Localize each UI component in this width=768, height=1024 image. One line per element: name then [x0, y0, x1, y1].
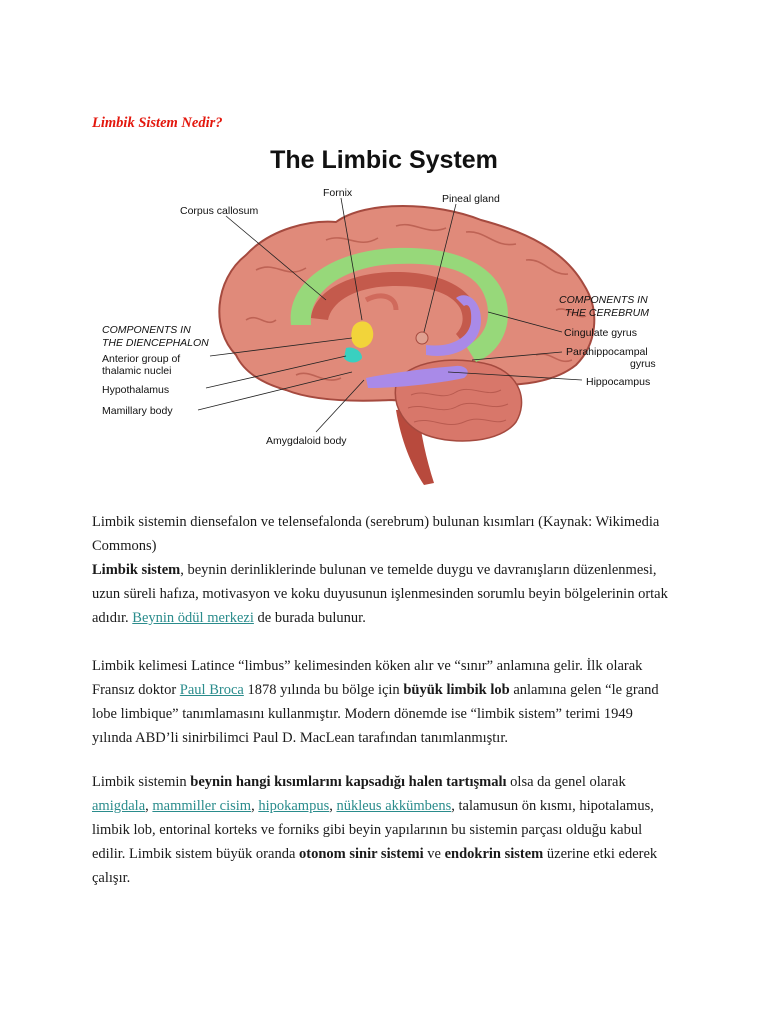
group-left-line1: COMPONENTS IN	[102, 324, 191, 336]
link-paul-broca[interactable]: Paul Broca	[179, 682, 244, 698]
p1-text-1: , beynin derinliklerinde bulunan ve teme…	[92, 562, 668, 626]
term-otonom-sinir-sistemi: otonom sinir sistemi	[299, 846, 424, 862]
gyri-texture	[245, 223, 587, 381]
p2-text-1: Limbik kelimesi Latince “limbus” kelimes…	[92, 658, 643, 698]
label-cingulate-gyrus: Cingulate gyrus	[564, 327, 637, 339]
p2-text-2: 1878 yılında bu bölge için	[243, 682, 404, 698]
cerebellum-texture	[407, 388, 509, 426]
label-fornix: Fornix	[323, 187, 353, 199]
p1-text-2: de burada bulunur.	[253, 610, 366, 626]
hippocampus-shape	[366, 365, 468, 388]
fornix-shape	[364, 293, 399, 311]
link-mammiller-cisim[interactable]: mammiller cisim	[152, 798, 252, 814]
hypothalamus-shape	[344, 347, 362, 363]
p2-text-3: anlamına gelen “le grand lobe limbique” …	[92, 682, 659, 746]
cingulate-gyrus-shape	[290, 247, 508, 362]
label-corpus-callosum: Corpus callosum	[180, 205, 258, 217]
brain-stem	[396, 408, 434, 485]
leader-lines	[197, 197, 583, 433]
label-amygdaloid-body: Amygdaloid body	[266, 435, 347, 447]
term-limbik-sistem: Limbik sistem	[92, 562, 181, 578]
paragraph-2: Limbik kelimesi Latince “limbus” kelimes…	[92, 654, 672, 750]
link-beynin-odul-merkezi[interactable]: Beynin ödül merkezi	[132, 610, 254, 626]
p3-text-4: ve	[423, 846, 445, 862]
label-pineal-gland: Pineal gland	[442, 193, 500, 205]
label-hypothalamus: Hypothalamus	[102, 384, 169, 396]
p3-text-3: , talamusun ön kısmı, hipotalamus, limbi…	[92, 798, 654, 862]
figure-caption: Limbik sistemin diensefalon ve telensefa…	[92, 510, 672, 558]
group-right-line1: COMPONENTS IN	[559, 294, 648, 306]
limbic-system-diagram: The Limbic System	[102, 146, 656, 485]
section-heading: Limbik Sistem Nedir?	[92, 115, 223, 131]
p3-text-2: olsa da genel olarak	[506, 774, 626, 790]
label-parahippocampal-line2: gyrus	[630, 358, 656, 370]
link-hipokampus[interactable]: hipokampus	[258, 798, 330, 814]
label-mamillary-body: Mamillary body	[102, 405, 173, 417]
paragraph-2-text: Limbik kelimesi Latince “limbus” kelimes…	[92, 654, 672, 750]
group-left-line2: THE DIENCEPHALON	[102, 337, 209, 349]
p3-sep-2: ,	[251, 798, 259, 814]
term-endokrin-sistem: endokrin sistem	[444, 846, 544, 862]
caption-text: Limbik sistemin diensefalon ve telensefa…	[92, 514, 660, 554]
parahippocampal-shape	[426, 295, 481, 356]
limbic-system-figure: The Limbic System	[96, 140, 676, 490]
corpus-callosum-shape	[311, 272, 479, 344]
label-parahippocampal-line1: Parahippocampal	[566, 346, 648, 358]
label-anterior-line1: Anterior group of	[102, 353, 180, 365]
link-nukleus-akkumbens[interactable]: nükleus akkümbens	[336, 798, 452, 814]
label-anterior-line2: thalamic nuclei	[102, 365, 171, 377]
p3-text-1: Limbik sistemin	[92, 774, 191, 790]
link-amigdala[interactable]: amigdala	[92, 798, 146, 814]
paragraph-1-text: Limbik sistem, beynin derinliklerinde bu…	[92, 558, 672, 630]
term-buyuk-limbik-lob: büyük limbik lob	[403, 682, 510, 698]
p3-text-5: üzerine etki ederek çalışır.	[92, 846, 658, 886]
p3-sep-1: ,	[145, 798, 153, 814]
pineal-shape	[415, 331, 429, 345]
paragraph-3: Limbik sistemin beynin hangi kısımlarını…	[92, 770, 672, 890]
p3-sep-3: ,	[329, 798, 337, 814]
paragraph-1: Limbik sistem, beynin derinliklerinde bu…	[92, 558, 672, 630]
group-right-line2: THE CEREBRUM	[565, 307, 649, 319]
paragraph-3-text: Limbik sistemin beynin hangi kısımlarını…	[92, 770, 672, 890]
cerebrum	[218, 205, 596, 402]
figure-title: The Limbic System	[270, 146, 498, 174]
anterior-thalamic-shape	[351, 321, 374, 348]
p3-bold-1: beynin hangi kısımlarını kapsadığı halen…	[190, 774, 507, 790]
label-hippocampus: Hippocampus	[586, 376, 650, 388]
